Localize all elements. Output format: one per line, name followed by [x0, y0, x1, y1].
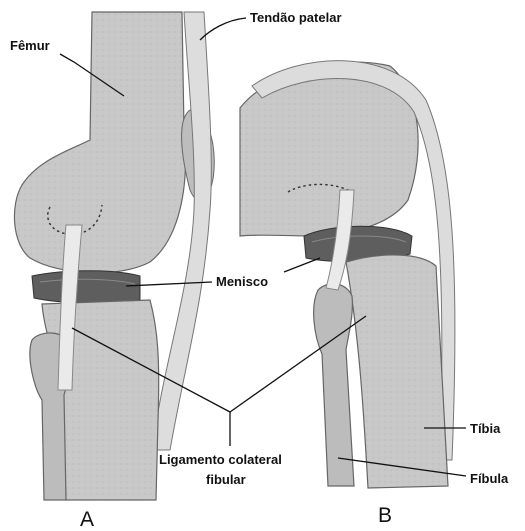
panel-label-b: B [378, 504, 392, 527]
meniscus-a [32, 271, 140, 303]
label-meniscus: Menisco [216, 274, 268, 289]
tibia-b [346, 255, 448, 488]
label-femur: Fêmur [10, 38, 50, 53]
leader-patellar-tendon [200, 18, 246, 40]
knee-a-illustration [14, 12, 214, 500]
panel-label-a: A [80, 508, 94, 531]
label-lcl-line2: fibular [206, 472, 246, 487]
leader-meniscus-b [284, 258, 320, 272]
fibula-b [314, 284, 354, 486]
label-lcl-line1: Ligamento colateral [159, 452, 282, 467]
label-fibula: Fíbula [470, 471, 509, 486]
label-patellar-tendon: Tendão patelar [250, 10, 342, 25]
knee-b-illustration [240, 61, 455, 488]
label-tibia: Tíbia [470, 421, 501, 436]
